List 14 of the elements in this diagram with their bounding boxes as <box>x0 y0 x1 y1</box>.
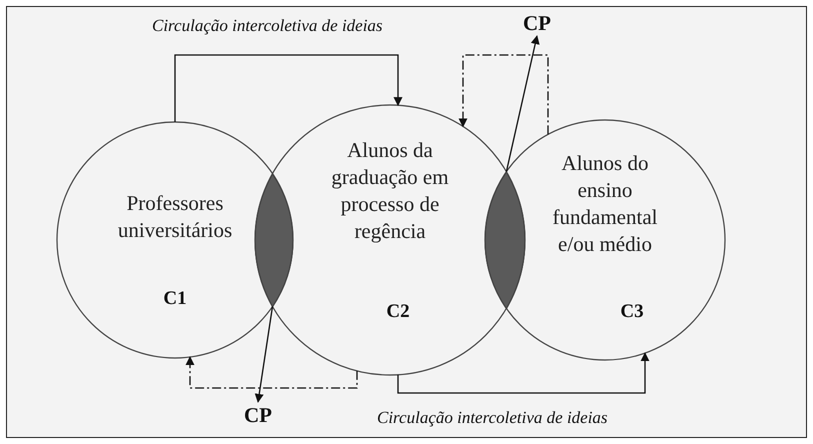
group-label: Alunos da graduação em processo de regência <box>330 137 450 245</box>
overlap-label: CP <box>517 10 557 36</box>
edge-label: Circulação intercoletiva de ideias <box>375 408 610 428</box>
edge-label: Circulação intercoletiva de ideias <box>150 16 385 36</box>
group-code: C1 <box>162 288 188 310</box>
group-code: C3 <box>619 301 645 323</box>
arrow <box>174 54 402 122</box>
group-code: C2 <box>385 301 411 323</box>
arrow <box>186 356 358 389</box>
group-label: Professores universitários <box>116 190 234 244</box>
group-label: Alunos do ensino fundamental e/ou médio <box>552 150 658 258</box>
overlap-label: CP <box>238 402 278 428</box>
arrow <box>397 352 650 394</box>
arrow <box>458 54 549 134</box>
